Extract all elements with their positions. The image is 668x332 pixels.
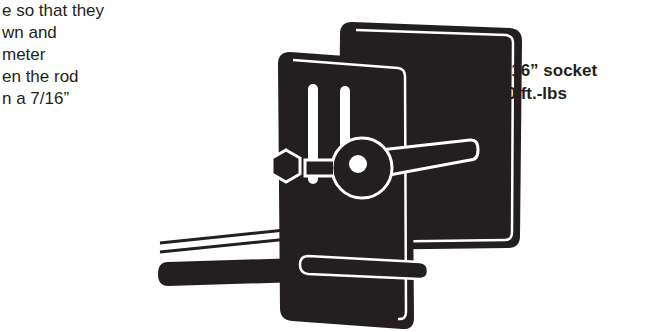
instruction-text: meter (2, 44, 45, 65)
wrench-handle (380, 140, 478, 176)
front-plate-edge (293, 60, 406, 319)
socket (305, 160, 333, 176)
callout-text: 10 ft.-lbs (497, 83, 567, 104)
support-bar (158, 258, 300, 286)
instruction-text: en the rod (2, 66, 79, 87)
instruction-text: e so that they (2, 0, 104, 21)
instruction-text: wn and (2, 22, 57, 43)
hex-nut (272, 150, 300, 182)
wrench-head (332, 138, 392, 198)
wrench-drive (349, 155, 367, 173)
front-plate (278, 52, 414, 329)
support-bar (300, 256, 428, 279)
callout-text: 7/16” socket (497, 60, 597, 81)
instruction-text: n a 7/16” (2, 88, 69, 109)
